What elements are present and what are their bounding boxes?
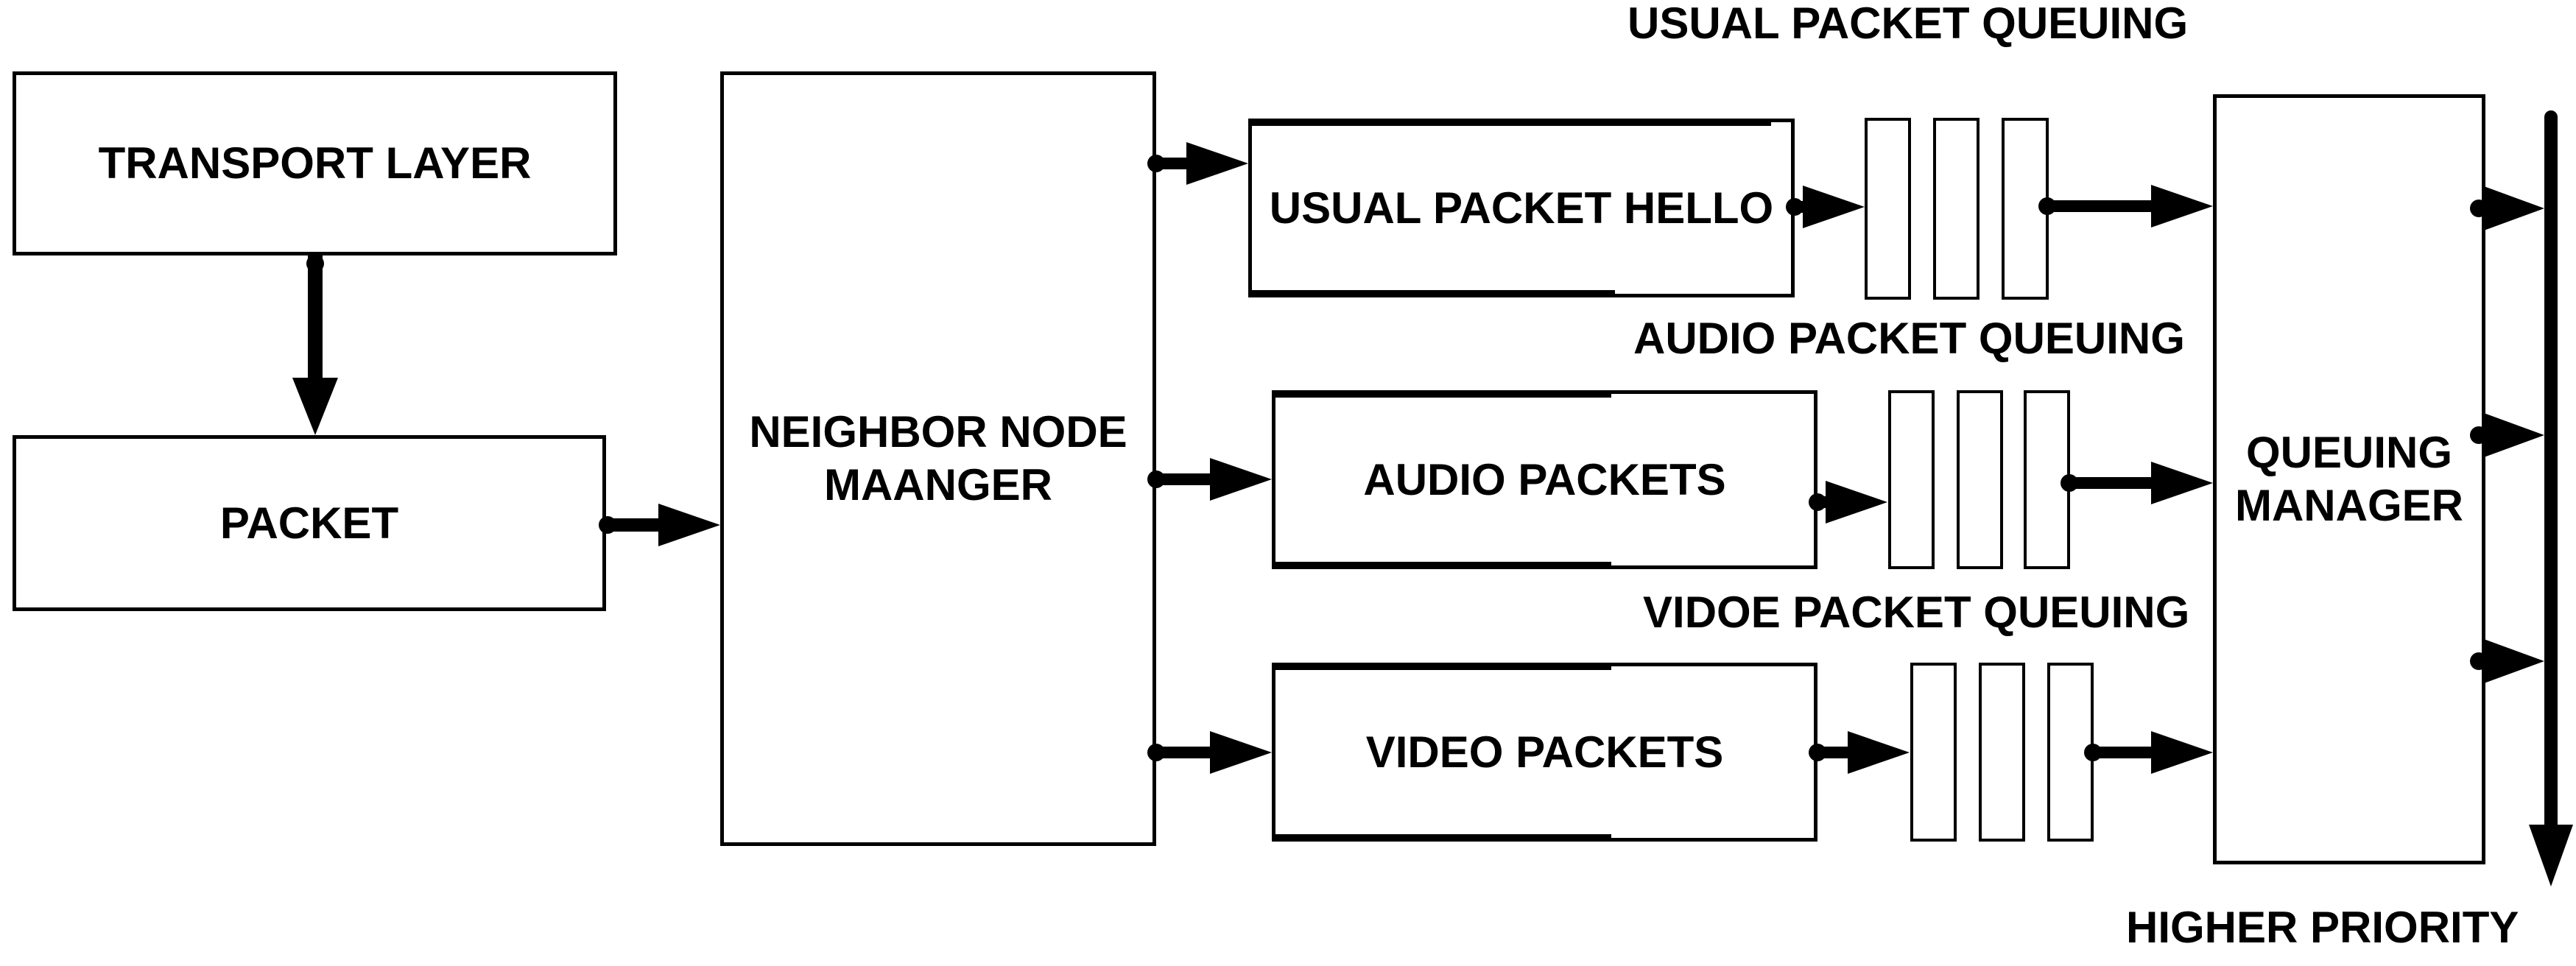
audio-packets-label: AUDIO PACKETS xyxy=(1363,454,1726,504)
arrow-right-icon xyxy=(658,504,720,546)
usual-packet-hello-box: USUAL PACKET HELLO xyxy=(1248,119,1795,297)
neighbor-node-manager-label: NEIGHBOR NODE MAANGER xyxy=(749,407,1127,510)
video-packet-queuing-label: VIDOE PACKET QUEUING xyxy=(1643,588,2190,637)
connector-usual-to-queue xyxy=(1795,201,1805,213)
connector-neighbor-to-audio xyxy=(1156,473,1212,485)
packet-label: PACKET xyxy=(219,498,399,548)
queue-bar xyxy=(1910,663,1957,842)
queue-bar xyxy=(1979,663,2025,842)
transport-layer-box: TRANSPORT LAYER xyxy=(13,71,617,255)
arrow-right-icon xyxy=(1803,186,1865,228)
box-border-accent xyxy=(1248,290,1615,297)
box-border-accent xyxy=(1272,562,1611,569)
audio-packet-queuing-label: AUDIO PACKET QUEUING xyxy=(1633,314,2185,363)
queuing-manager-box: QUEUING MANAGER xyxy=(2213,94,2485,864)
arrow-right-icon xyxy=(1186,142,1248,185)
connector-video-to-queue xyxy=(1817,747,1850,758)
arrow-right-icon xyxy=(2484,186,2544,230)
connector-queue3-to-manager xyxy=(2093,747,2153,758)
connector-neighbor-to-video xyxy=(1156,747,1212,758)
arrow-right-icon xyxy=(2151,731,2213,774)
arrow-right-icon xyxy=(2151,462,2213,504)
box-border-accent xyxy=(1272,390,1611,398)
video-packets-label: VIDEO PACKETS xyxy=(1365,727,1724,777)
priority-axis-line xyxy=(2544,110,2558,826)
arrow-down-icon xyxy=(292,378,338,435)
packet-box: PACKET xyxy=(13,435,606,611)
audio-packets-box: AUDIO PACKETS xyxy=(1272,390,1817,569)
connector-neighbor-to-usual xyxy=(1156,158,1189,169)
box-border-accent xyxy=(1272,663,1611,670)
arrow-right-icon xyxy=(2484,413,2544,457)
queue-bar xyxy=(1933,118,1979,300)
queue-bar xyxy=(1888,390,1935,569)
higher-priority-label: HIGHER PRIORITY xyxy=(2126,903,2519,952)
arrow-right-icon xyxy=(2151,185,2213,228)
connector-queue2-to-manager xyxy=(2069,477,2153,489)
usual-packet-queuing-label: USUAL PACKET QUEUING xyxy=(1627,0,2189,48)
box-border-accent xyxy=(1272,834,1611,842)
queuing-manager-label: QUEUING MANAGER xyxy=(2235,428,2463,530)
connector-queue1-to-manager xyxy=(2047,200,2153,212)
connector-transport-to-packet xyxy=(308,255,323,380)
connector-audio-to-queue xyxy=(1817,496,1828,508)
arrow-right-icon xyxy=(1210,731,1272,774)
queue-bar xyxy=(1957,390,2003,569)
arrow-right-icon xyxy=(1826,481,1887,523)
video-packets-box: VIDEO PACKETS xyxy=(1272,663,1817,842)
arrow-down-icon xyxy=(2529,825,2573,886)
neighbor-node-manager-box: NEIGHBOR NODE MAANGER xyxy=(720,71,1156,846)
arrow-right-icon xyxy=(1210,458,1272,501)
usual-packet-hello-label: USUAL PACKET HELLO xyxy=(1269,183,1774,233)
transport-layer-label: TRANSPORT LAYER xyxy=(98,138,532,188)
arrow-right-icon xyxy=(1848,731,1910,774)
arrow-right-icon xyxy=(2484,639,2544,683)
connector-packet-to-neighbor xyxy=(608,518,661,532)
box-border-accent xyxy=(1248,119,1772,126)
queue-bar xyxy=(1865,118,1911,300)
